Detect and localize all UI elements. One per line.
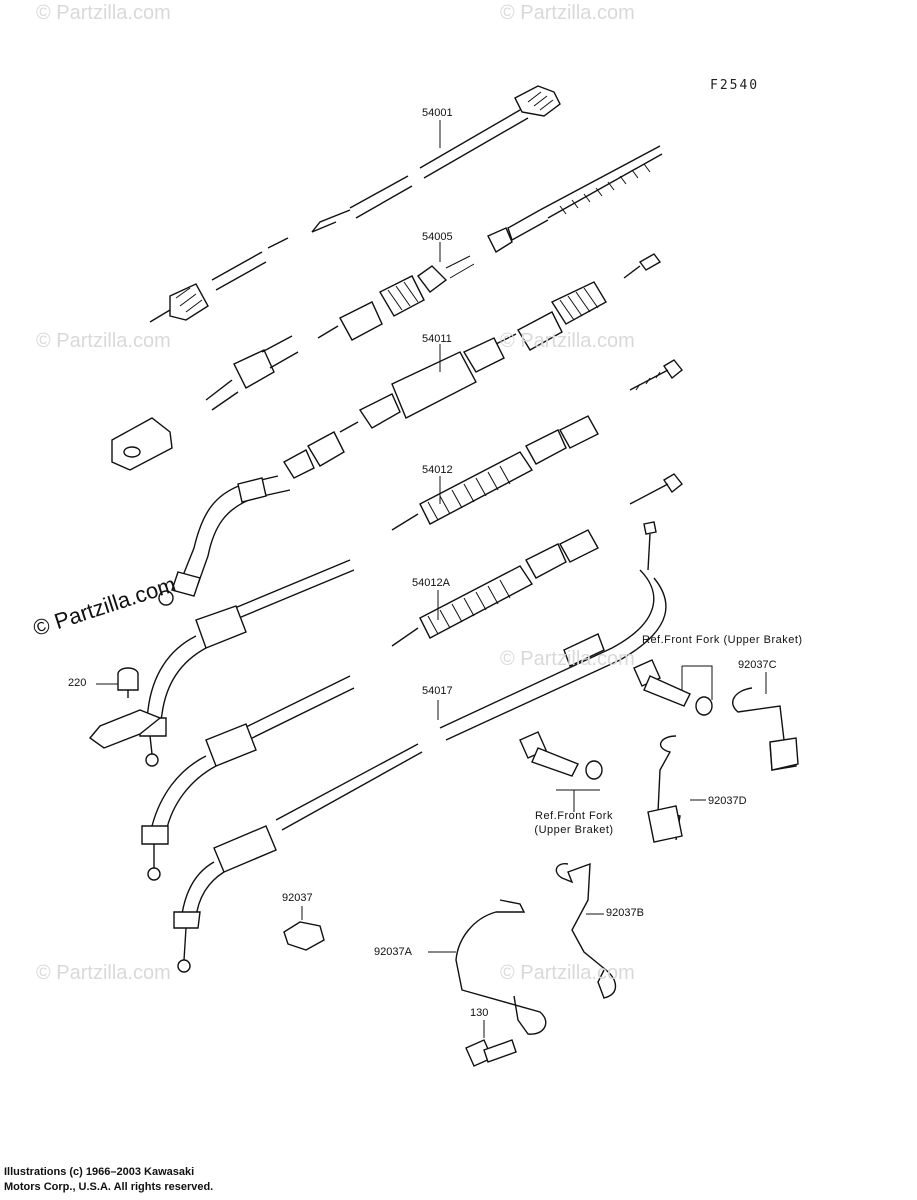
callout-130[interactable]: 130 xyxy=(470,1007,489,1019)
watermark: © Partzilla.com xyxy=(500,2,635,24)
callout-92037C[interactable]: 92037C xyxy=(738,659,777,671)
clamp-92037C[interactable] xyxy=(732,687,799,771)
ref-front-fork-middle: Ref.Front Fork (Upper Braket) xyxy=(514,810,634,838)
watermark: © Partzilla.com xyxy=(36,962,171,984)
throttle-cable-54012[interactable] xyxy=(139,359,683,767)
bracket-92037A[interactable] xyxy=(455,899,547,1035)
callout-54001[interactable]: 54001 xyxy=(422,107,453,119)
starter-cable[interactable] xyxy=(173,743,423,973)
watermark: © Partzilla.com xyxy=(36,330,171,352)
callout-92037D[interactable]: 92037D xyxy=(708,795,747,807)
screw-220[interactable] xyxy=(88,667,162,749)
callout-92037[interactable]: 92037 xyxy=(282,892,313,904)
callout-54012A[interactable]: 54012A xyxy=(412,577,450,589)
callout-54017[interactable]: 54017 xyxy=(422,685,453,697)
tachometer-cable-54005[interactable] xyxy=(111,145,663,471)
watermark: © Partzilla.com xyxy=(500,648,635,670)
watermark: © Partzilla.com xyxy=(500,330,635,352)
cable-54017[interactable] xyxy=(439,521,667,741)
clamp-92037D[interactable] xyxy=(647,735,683,843)
clutch-cable-54011[interactable] xyxy=(158,253,662,606)
callout-54005[interactable]: 54005 xyxy=(422,231,453,243)
copyright-line-1: Illustrations (c) 1966–2003 Kawasaki xyxy=(4,1166,195,1178)
callout-92037B[interactable]: 92037B xyxy=(606,907,644,919)
callout-220[interactable]: 220 xyxy=(68,677,87,689)
bolt-middle[interactable] xyxy=(519,731,603,780)
speedometer-cable-54001[interactable] xyxy=(149,85,561,323)
callout-54011[interactable]: 54011 xyxy=(422,333,452,345)
copyright-line-2: Motors Corp., U.S.A. All rights reserved… xyxy=(4,1180,214,1193)
callout-54012[interactable]: 54012 xyxy=(422,464,453,476)
bolt-130[interactable] xyxy=(465,1039,517,1067)
leader-lines xyxy=(96,120,767,1038)
ref-line-1: Ref.Front Fork xyxy=(535,810,613,822)
ref-line-2: (Upper Braket) xyxy=(534,823,614,836)
watermark: © Partzilla.com xyxy=(36,2,171,24)
throttle-cable-54012A[interactable] xyxy=(141,473,683,881)
figure-code: F2540 xyxy=(710,78,760,93)
bolt-upper[interactable] xyxy=(633,659,713,716)
ref-front-fork-upper: Ref.Front Fork (Upper Braket) xyxy=(642,634,803,646)
callout-92037A[interactable]: 92037A xyxy=(374,946,412,958)
copyright-notice: Illustrations (c) 1966–2003 Kawasaki Mot… xyxy=(4,1165,213,1195)
watermark: © Partzilla.com xyxy=(500,962,635,984)
clamp-92037[interactable] xyxy=(283,921,325,951)
bracket-92037B[interactable] xyxy=(555,862,617,999)
